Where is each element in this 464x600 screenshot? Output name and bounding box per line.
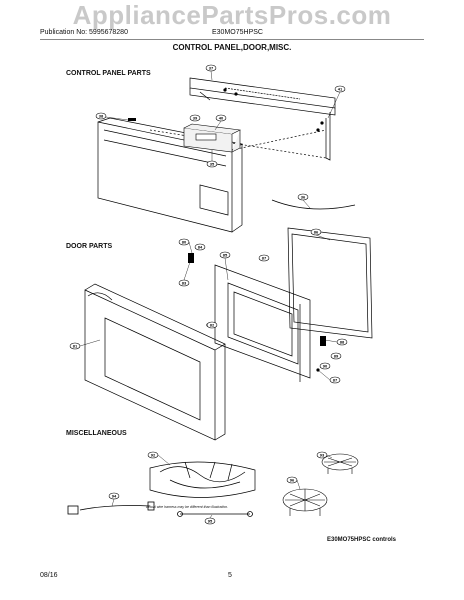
callout-36: 36: [297, 193, 309, 201]
section-title-control-panel: CONTROL PANEL PARTS: [66, 70, 151, 77]
callout-87-bottom: 87: [329, 376, 341, 384]
watermark-logo: AppliancePartsPros.com: [72, 0, 392, 30]
door-inner-frame: [214, 264, 311, 382]
svg-text:82: 82: [210, 322, 215, 327]
callout-38: 38: [95, 112, 107, 120]
power-cord: [67, 501, 155, 515]
wire-harness-misc: [149, 461, 256, 498]
svg-text:84: 84: [198, 244, 203, 249]
section-title-door: DOOR PARTS: [66, 243, 113, 250]
door-glass: [287, 227, 373, 339]
screws-control-panel: [128, 88, 324, 132]
svg-text:38: 38: [99, 113, 104, 118]
controls-label: E30MO75HPSC controls: [327, 537, 397, 543]
callout-92: 92: [147, 451, 159, 459]
rack-small: [321, 453, 359, 474]
svg-text:88: 88: [340, 339, 345, 344]
callout-86: 86: [310, 228, 322, 236]
model-number: E30MO75HPSC: [212, 29, 263, 36]
svg-text:93: 93: [320, 452, 325, 457]
callout-95: 95: [204, 517, 216, 525]
publication-number: Publication No: 5995678280: [40, 29, 128, 36]
control-panel-bracket: [189, 77, 336, 161]
svg-text:96: 96: [290, 477, 295, 482]
control-panel-frame: [97, 117, 327, 233]
svg-text:37: 37: [209, 65, 214, 70]
callout-85: 85: [219, 251, 231, 259]
callout-87-top: 87: [258, 254, 270, 262]
svg-text:89: 89: [334, 353, 339, 358]
control-module: [183, 123, 242, 153]
callout-40: 40: [215, 114, 227, 122]
wire-harness-cp: [271, 199, 356, 210]
svg-text:35: 35: [210, 161, 215, 166]
svg-text:41: 41: [338, 86, 343, 91]
svg-text:39: 39: [193, 115, 198, 120]
svg-text:95: 95: [208, 518, 213, 523]
door-outer-panel: [84, 283, 226, 441]
footer-date: 08/16: [40, 572, 58, 579]
svg-text:83: 83: [182, 280, 187, 285]
callout-39: 39: [189, 114, 201, 122]
footer-page-number: 5: [228, 572, 232, 579]
harness-note: Actual wire harness may be different tha…: [146, 505, 229, 509]
svg-text:87: 87: [262, 255, 267, 260]
callout-82: 82: [206, 321, 218, 329]
callout-37: 37: [205, 64, 217, 72]
header-rule: [40, 39, 424, 40]
section-title-misc: MISCELLANEOUS: [66, 430, 127, 437]
callout-81: 81: [69, 342, 81, 350]
callout-84: 84: [194, 243, 206, 251]
callout-88: 88: [336, 338, 348, 346]
callout-83: 83: [178, 279, 190, 287]
callout-80: 80: [178, 238, 190, 246]
svg-text:90: 90: [323, 363, 328, 368]
svg-text:94: 94: [112, 493, 117, 498]
svg-text:87: 87: [333, 377, 338, 382]
leader-lines: [79, 70, 341, 519]
svg-text:40: 40: [219, 115, 224, 120]
callout-93: 93: [316, 451, 328, 459]
svg-text:36: 36: [301, 194, 306, 199]
svg-text:80: 80: [182, 239, 187, 244]
callout-89: 89: [330, 352, 342, 360]
callout-41: 41: [334, 85, 346, 93]
door-hinges: [188, 253, 326, 372]
callout-90: 90: [319, 362, 331, 370]
svg-text:81: 81: [73, 343, 78, 348]
ground-wire: [177, 511, 253, 517]
svg-text:85: 85: [223, 252, 228, 257]
svg-text:92: 92: [151, 452, 156, 457]
page-title: CONTROL PANEL,DOOR,MISC.: [172, 43, 292, 52]
callout-94: 94: [108, 492, 120, 500]
rack-large: [282, 488, 328, 516]
callout-96: 96: [286, 476, 298, 484]
callout-35: 35: [206, 160, 218, 168]
svg-text:86: 86: [314, 229, 319, 234]
